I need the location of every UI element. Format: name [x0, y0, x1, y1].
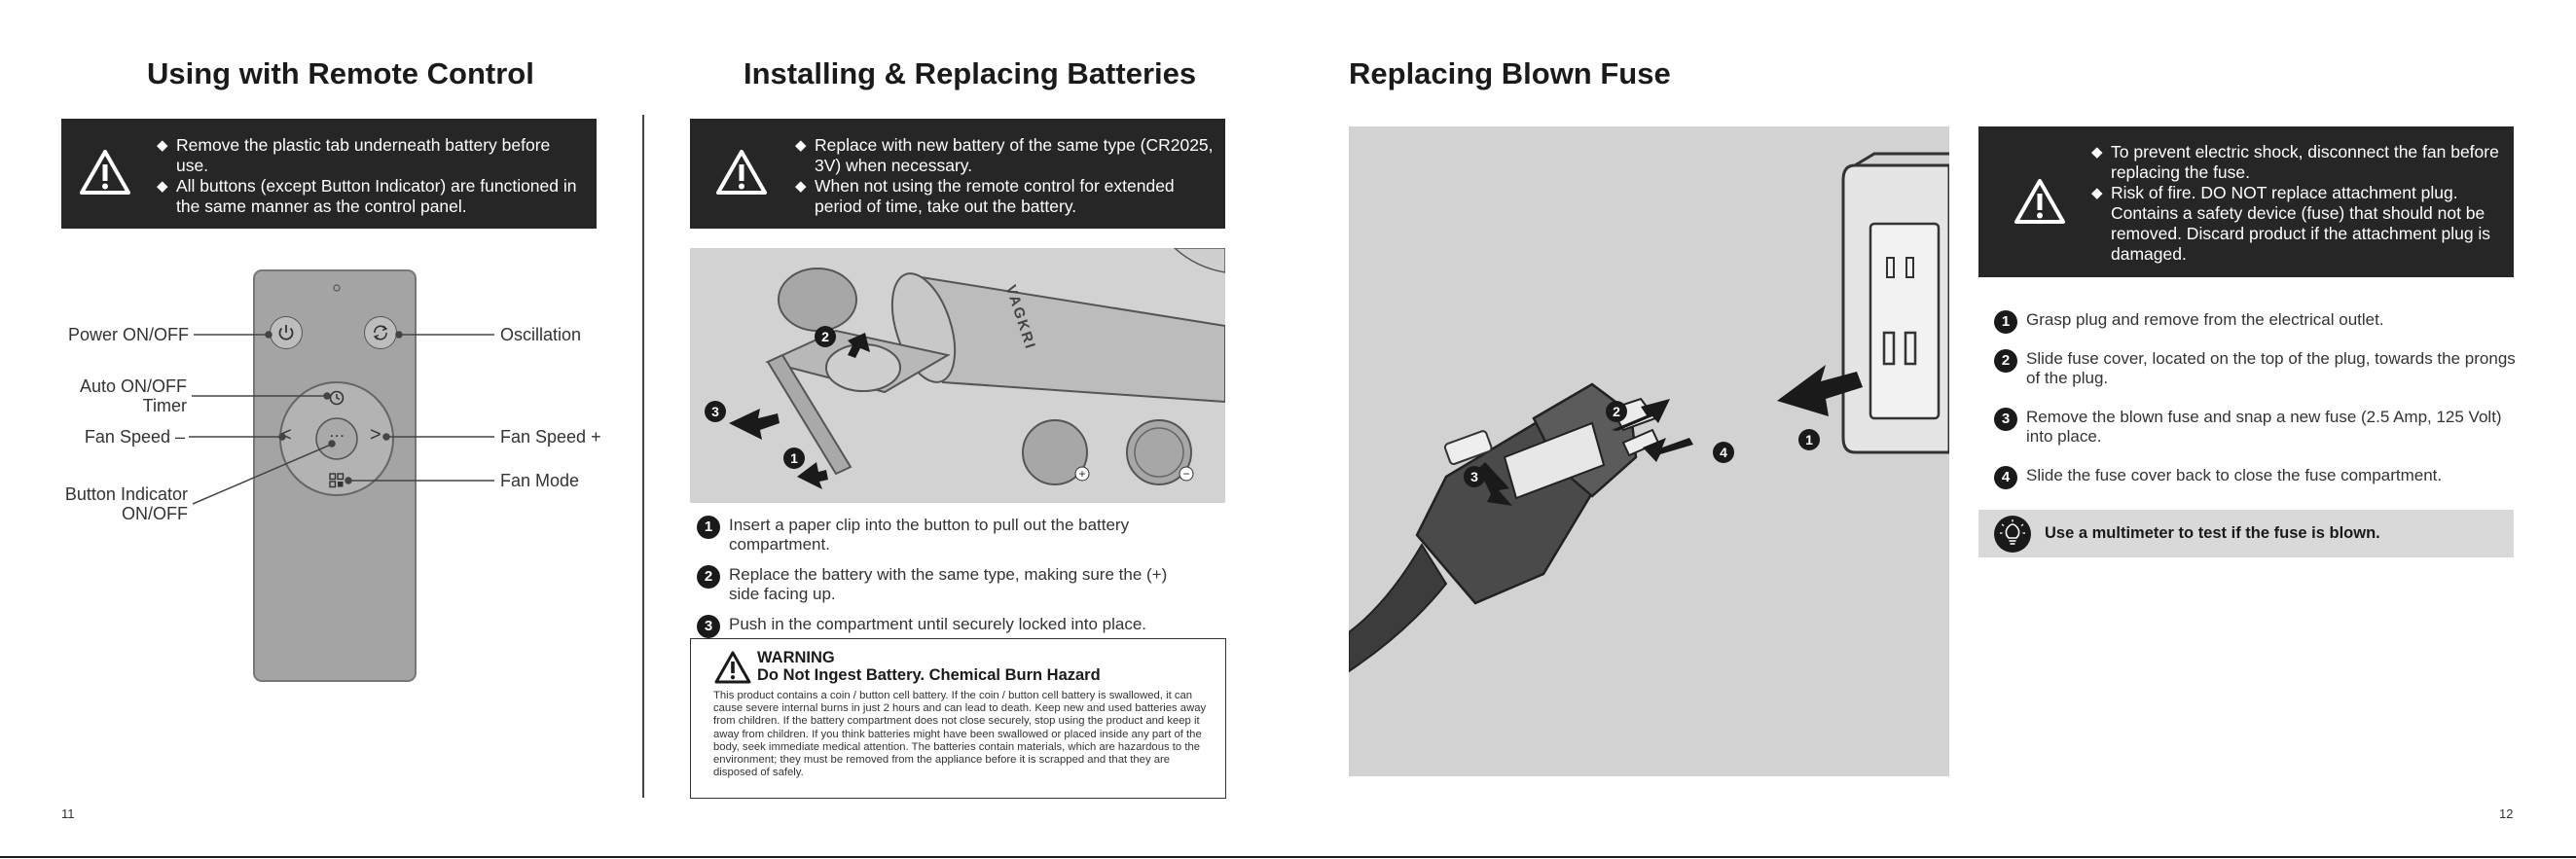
fuse-note: Risk of fire. DO NOT replace attachment … — [2091, 183, 2500, 265]
fuse-callout-3: 3 — [1464, 466, 1485, 487]
battery-diagram — [729, 248, 1225, 489]
fuse-notes-list: To prevent electric shock, disconnect th… — [2091, 142, 2500, 265]
dots-icon: · · · — [330, 429, 345, 443]
label-timer-line1: Auto ON/OFF — [79, 376, 187, 396]
warning-body: This product contains a coin / button ce… — [713, 690, 1207, 779]
battery-callout-1: 1 — [783, 447, 805, 469]
power-icon — [278, 324, 293, 340]
step-text: Grasp plug and remove from the electrica… — [2026, 310, 2384, 329]
label-oscillation: Oscillation — [500, 325, 582, 344]
remote-timer-button[interactable] — [325, 386, 348, 410]
battery-notes-box: Replace with new battery of the same typ… — [690, 119, 1225, 229]
label-indicator-line1: Button Indicator — [64, 484, 188, 504]
remote-notes-list: Remove the plastic tab underneath batter… — [157, 135, 585, 217]
chevron-right-icon: > — [370, 424, 381, 446]
page-divider — [642, 115, 644, 798]
chevron-left-icon: < — [280, 424, 292, 446]
battery-steps: 1 Insert a paper clip into the button to… — [697, 516, 1222, 638]
fuse-steps: 1 Grasp plug and remove from the electri… — [1994, 310, 2520, 489]
fuse-callout-1: 1 — [1798, 429, 1820, 450]
warning-triangle-icon — [2014, 179, 2065, 224]
battery-warning-card: WARNING Do Not Ingest Battery. Chemical … — [690, 638, 1226, 799]
remote-fan-mode-button[interactable] — [327, 471, 346, 490]
step-number: 3 — [697, 615, 720, 638]
step-number: 2 — [697, 565, 720, 589]
fuse-step: 1 Grasp plug and remove from the electri… — [1994, 310, 2520, 334]
battery-callout-3: 3 — [705, 401, 726, 422]
fuse-tip-text: Use a multimeter to test if the fuse is … — [2045, 524, 2380, 542]
step-text: Replace the battery with the same type, … — [729, 565, 1168, 603]
label-timer-line2: Timer — [142, 396, 187, 415]
step-number: 4 — [1994, 466, 2017, 489]
label-speed-minus: Fan Speed – — [84, 427, 185, 447]
warning-triangle-icon — [80, 150, 130, 195]
battery-illustration: VAGKRI + − 3 2 1 — [690, 248, 1225, 503]
fuse-illustration: 2 3 4 1 — [1349, 126, 1949, 776]
battery-note: Replace with new battery of the same typ… — [795, 135, 1215, 176]
oscillation-icon — [373, 324, 387, 340]
remote-leader-lines — [189, 331, 494, 505]
fuse-step: 4 Slide the fuse cover back to close the… — [1994, 466, 2520, 489]
warning-heading: WARNING — [757, 649, 835, 666]
step-number: 1 — [697, 516, 720, 539]
fan-mode-icon — [329, 473, 345, 488]
warning-triangle-icon — [714, 651, 751, 684]
fuse-diagram — [1349, 152, 1949, 673]
battery-section-title: Installing & Replacing Batteries — [744, 56, 1197, 90]
fuse-tip-bar: Use a multimeter to test if the fuse is … — [1978, 510, 2514, 557]
label-speed-plus: Fan Speed + — [500, 427, 601, 447]
fuse-step: 2 Slide fuse cover, located on the top o… — [1994, 349, 2520, 388]
label-fan-mode: Fan Mode — [500, 471, 580, 490]
battery-step: 3 Push in the compartment until securely… — [697, 615, 1222, 638]
bottom-border — [0, 856, 2576, 858]
clock-icon — [329, 390, 345, 406]
remote-note: Remove the plastic tab underneath batter… — [157, 135, 585, 176]
label-indicator-line2: ON/OFF — [122, 504, 188, 523]
plus-symbol: + — [1078, 467, 1086, 481]
battery-step: 1 Insert a paper clip into the button to… — [697, 516, 1222, 555]
step-text: Slide fuse cover, located on the top of … — [2026, 349, 2516, 387]
lightbulb-icon — [1994, 515, 2031, 553]
warning-subheading: Do Not Ingest Battery. Chemical Burn Haz… — [757, 666, 1101, 684]
step-text: Push in the compartment until securely l… — [729, 615, 1147, 633]
page-number-left: 11 — [61, 806, 75, 821]
step-number: 2 — [1994, 349, 2017, 373]
fuse-callout-2: 2 — [1606, 401, 1627, 422]
page-number-right: 12 — [2499, 806, 2514, 821]
fuse-callout-4: 4 — [1713, 442, 1734, 463]
remote-notes-box: Remove the plastic tab underneath batter… — [61, 119, 597, 229]
step-text: Insert a paper clip into the button to p… — [729, 516, 1130, 554]
step-text: Remove the blown fuse and snap a new fus… — [2026, 408, 2502, 446]
label-power: Power ON/OFF — [67, 325, 189, 344]
battery-step: 2 Replace the battery with the same type… — [697, 565, 1174, 604]
fuse-note: To prevent electric shock, disconnect th… — [2091, 142, 2500, 183]
remote-power-button[interactable] — [270, 316, 303, 349]
remote-indicator-button[interactable]: · · · — [319, 429, 354, 443]
battery-callout-2: 2 — [815, 326, 836, 347]
warning-triangle-icon — [716, 150, 767, 195]
remote-speed-plus-button[interactable]: > — [370, 424, 381, 447]
battery-note: When not using the remote control for ex… — [795, 176, 1215, 217]
minus-symbol: − — [1182, 467, 1190, 481]
step-text: Slide the fuse cover back to close the f… — [2026, 466, 2443, 484]
fuse-notes-box: To prevent electric shock, disconnect th… — [1978, 126, 2514, 277]
battery-notes-list: Replace with new battery of the same typ… — [795, 135, 1215, 217]
remote-section-title: Using with Remote Control — [147, 56, 534, 90]
fuse-step: 3 Remove the blown fuse and snap a new f… — [1994, 408, 2520, 447]
step-number: 3 — [1994, 408, 2017, 431]
remote-note: All buttons (except Button Indicator) ar… — [157, 176, 585, 217]
remote-speed-minus-button[interactable]: < — [280, 424, 292, 447]
fuse-section-title: Replacing Blown Fuse — [1349, 56, 1671, 90]
step-number: 1 — [1994, 310, 2017, 334]
